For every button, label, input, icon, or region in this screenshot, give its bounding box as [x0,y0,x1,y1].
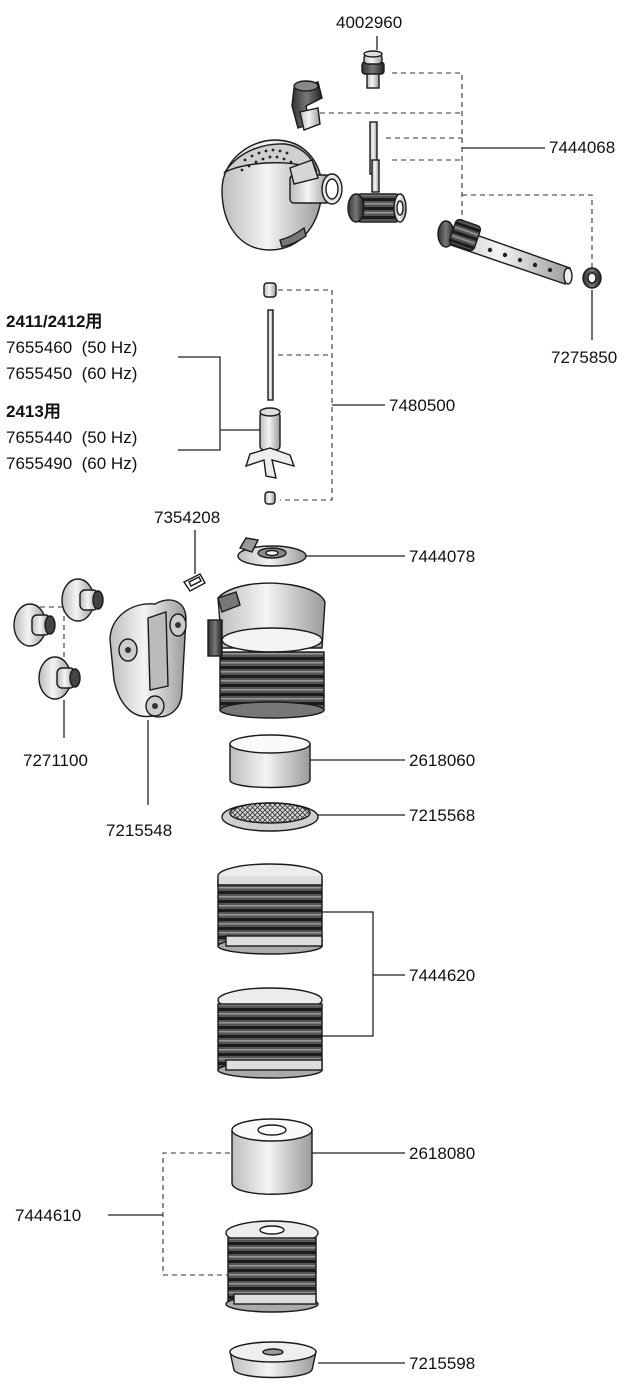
part-elbow-connector [291,80,323,131]
label-7480500: 7480500 [389,396,455,415]
impeller-group2-line1: 7655440 (50 Hz) [6,428,137,447]
part-7444620-filter-case-upper [217,863,323,955]
part-7215548-mounting-bracket [109,599,187,718]
part-7215568-grid-plate [221,802,319,832]
impeller-group1-line2: 7655450 (60 Hz) [6,364,137,383]
part-7444610-filter-basket [225,1220,319,1313]
part-number-labels: 4002960 7444068 7275850 7480500 7354208 … [15,13,617,1373]
impeller-group1-line1: 7655460 (50 Hz) [6,338,137,357]
part-7444620-filter-case-lower [217,987,323,1079]
part-7444078-motor-cover [237,537,307,567]
label-7275850: 7275850 [551,348,617,367]
part-2618080-sponge-cylinder [231,1118,313,1195]
label-7354208: 7354208 [154,508,220,527]
label-7215568: 7215568 [409,806,475,825]
part-pump-head-housing [207,582,326,719]
label-7444620: 7444620 [409,966,475,985]
label-2618080: 2618080 [409,1144,475,1163]
label-2618060: 2618060 [409,751,475,770]
part-7480500-impeller-assembly [244,282,296,505]
impeller-group2-line2: 7655490 (60 Hz) [6,454,137,473]
part-threaded-nozzle [347,159,407,223]
label-7444078: 7444078 [409,547,475,566]
label-7215598: 7215598 [409,1354,475,1373]
part-7354208-seal-ring [182,573,206,592]
impeller-group1-heading: 2411/2412用 [6,312,102,331]
suction-cup [38,656,81,700]
part-outlet-head [221,139,343,251]
part-7275850-end-cap [582,267,602,289]
part-4002960-valve [361,50,385,89]
impeller-group2-heading: 2413用 [6,402,61,421]
label-7215548: 7215548 [106,821,172,840]
impeller-options-block: 2411/2412用 7655460 (50 Hz) 7655450 (60 H… [6,312,137,473]
suction-cup [61,578,104,622]
part-7215598-bottom-cover [229,1341,317,1379]
suction-cup [13,603,56,647]
part-2618060-sponge [229,734,311,789]
label-4002960: 4002960 [336,13,402,32]
label-7444068: 7444068 [549,138,615,157]
part-7271100-suction-cups [13,578,104,700]
label-7444610: 7444610 [15,1206,81,1225]
part-spray-bar [437,218,573,285]
label-7271100: 7271100 [23,751,88,770]
